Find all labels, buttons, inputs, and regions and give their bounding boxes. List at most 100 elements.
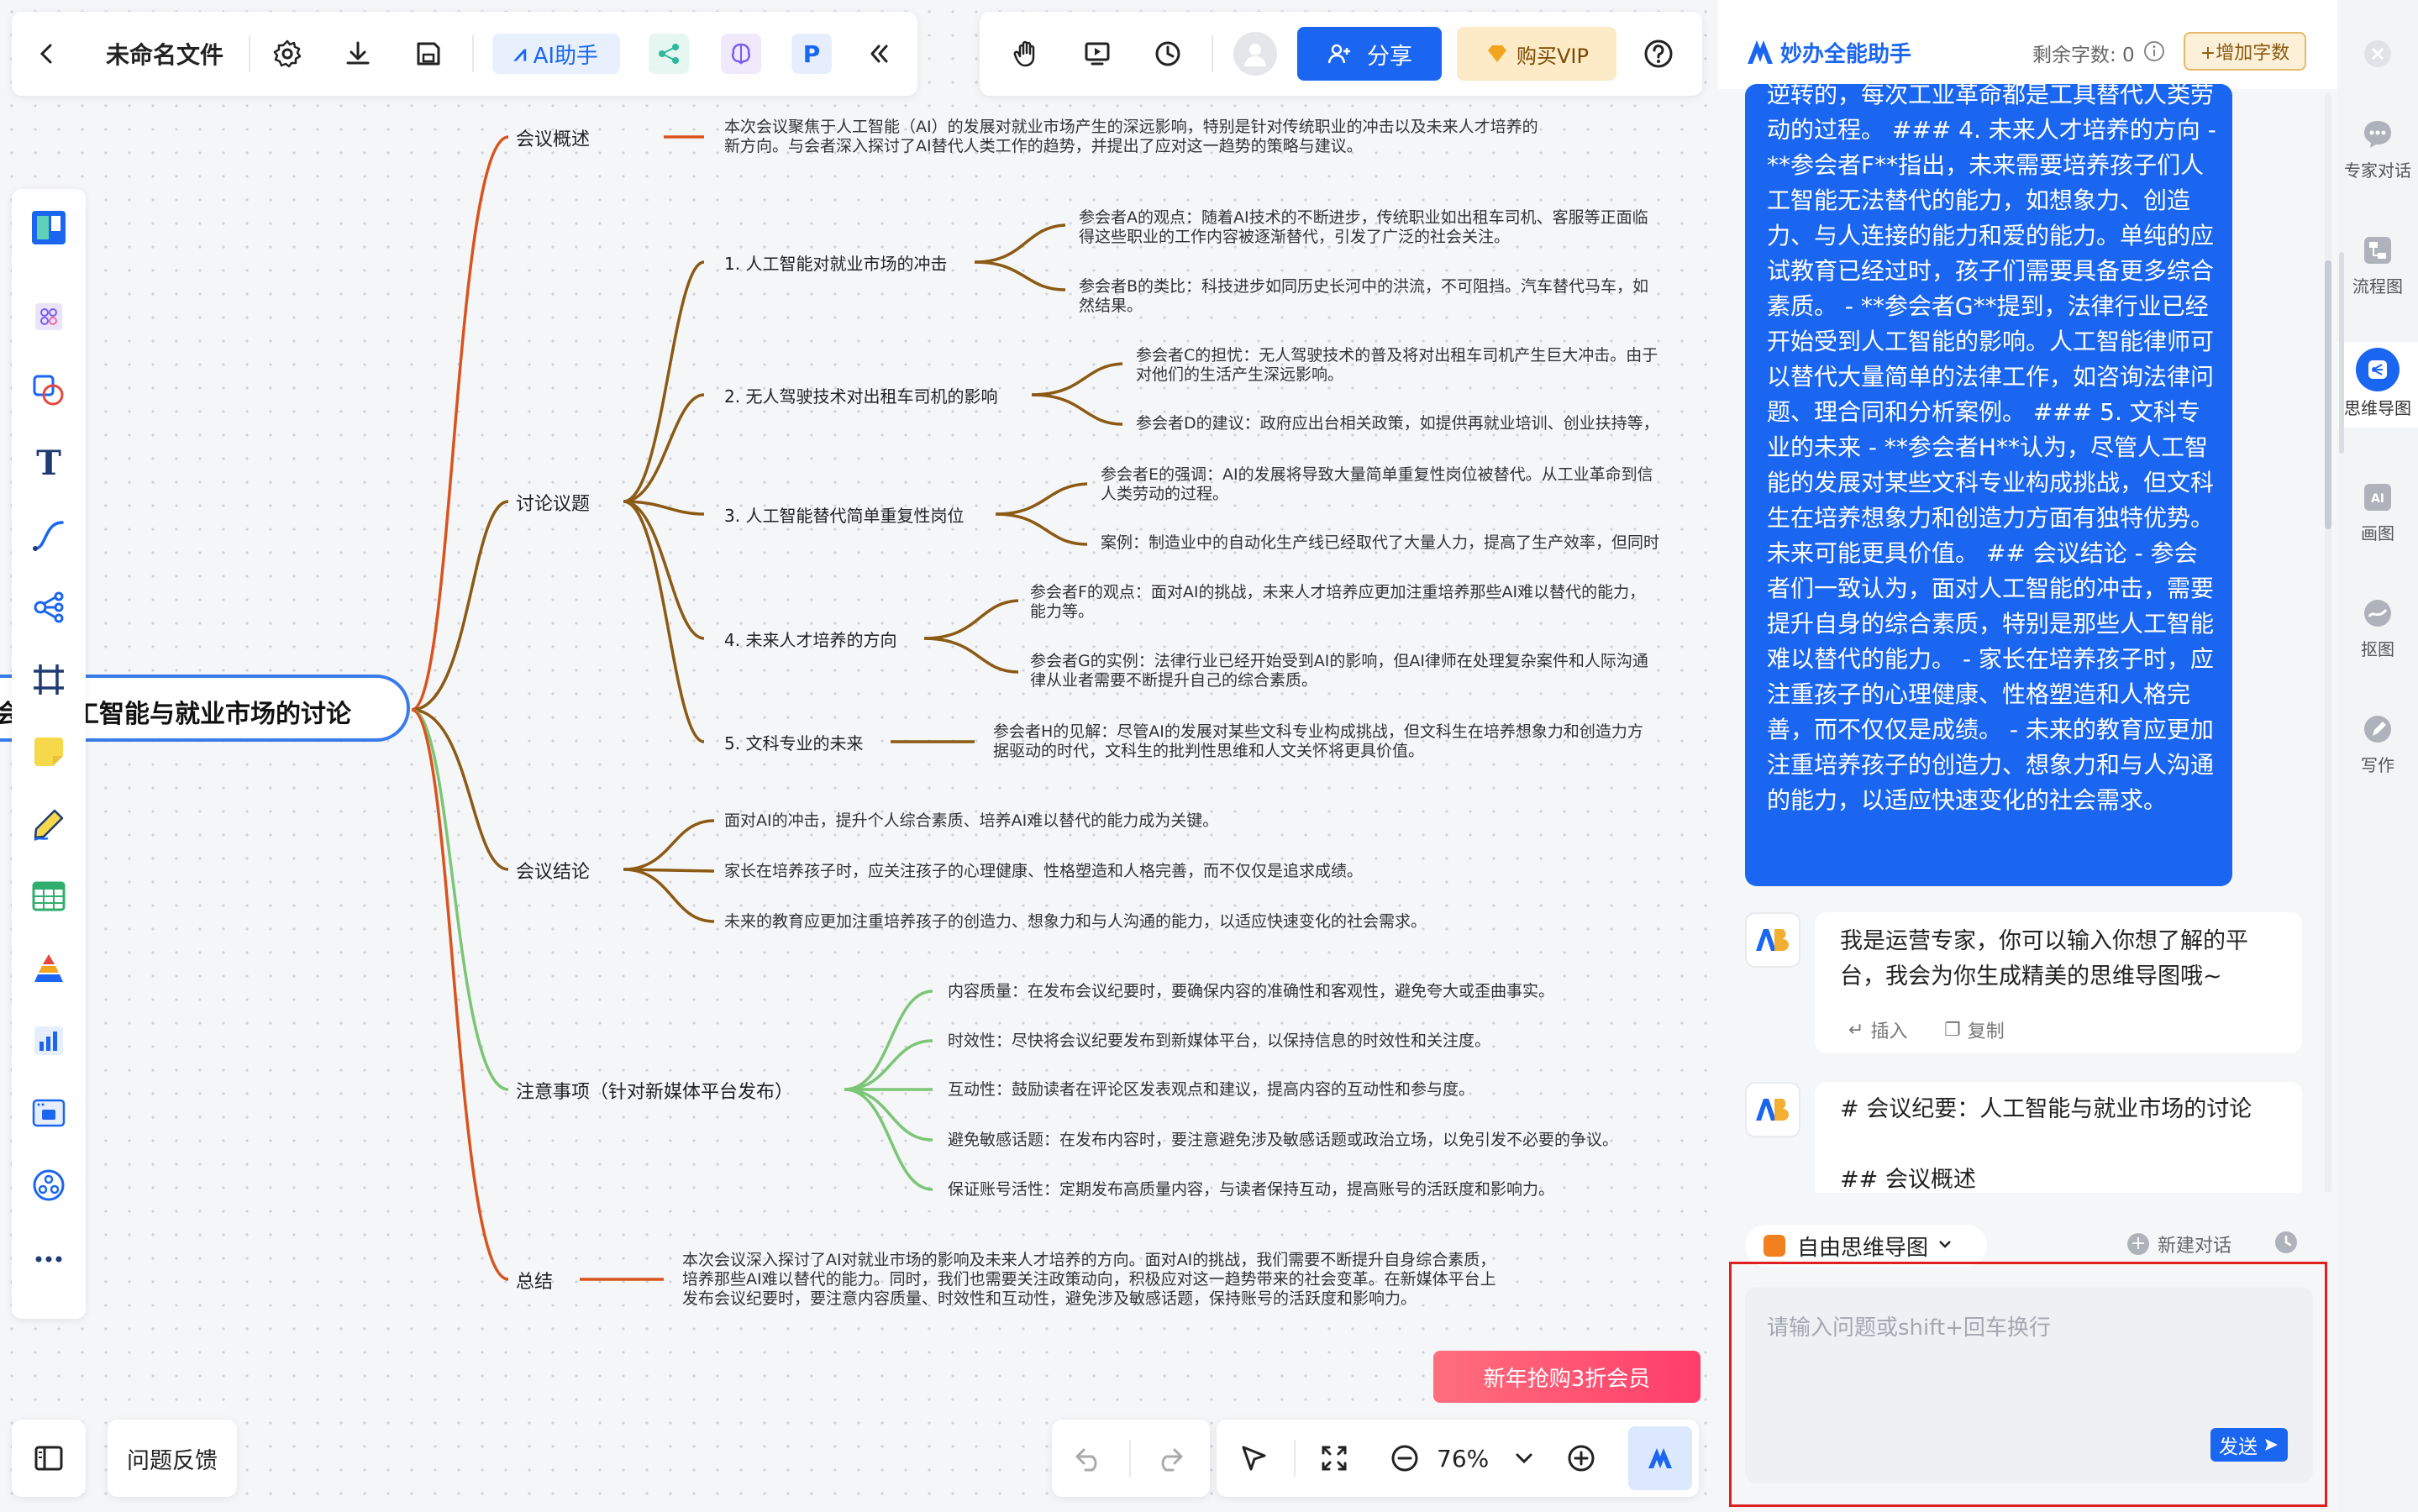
- leaf-t1a[interactable]: 参会者A的观点：随着AI技术的不断进步，传统职业如出租车司机、客服等正面临 得这…: [1079, 208, 1717, 247]
- branch-conclusion[interactable]: 会议结论: [516, 862, 591, 883]
- sidebar-item-cutout[interactable]: 抠图: [2337, 596, 2418, 660]
- material-grid-icon[interactable]: [29, 297, 69, 337]
- leaf-t3a[interactable]: 参会者E的强调：AI的发展将导致大量简单重复性岗位被替代。从工业革命到信 人类劳…: [1101, 465, 1717, 504]
- send-button[interactable]: 发送: [2210, 1428, 2288, 1462]
- bot-message-1[interactable]: 我是运营专家，你可以输入你想了解的平台，我会为你生成精美的思维导图哦~ ↵插入 …: [1815, 912, 2302, 1053]
- back-icon[interactable]: [29, 35, 66, 72]
- sidebar-item-flowchart[interactable]: 流程图: [2337, 234, 2418, 297]
- chat-scrollbar[interactable]: [2325, 92, 2331, 1193]
- close-panel-icon[interactable]: [2361, 37, 2394, 71]
- branch-summary[interactable]: 总结: [516, 1272, 554, 1293]
- leaf-t3b[interactable]: 案例：制造业中的自动化生产线已经取代了大量人力，提高了生产效率，但同时: [1101, 533, 1717, 553]
- zoom-in-icon[interactable]: [1563, 1440, 1600, 1477]
- redo-icon[interactable]: [1151, 1440, 1188, 1477]
- topic-2[interactable]: 2. 无人驾驶技术对出租车司机的影响: [724, 386, 998, 407]
- template-layout-icon[interactable]: [29, 207, 69, 248]
- topic-5[interactable]: 5. 文科专业的未来: [724, 733, 864, 753]
- connector-line-icon[interactable]: [29, 515, 69, 555]
- mindmap-tool-icon[interactable]: [29, 587, 69, 627]
- fit-screen-icon[interactable]: [1316, 1440, 1353, 1477]
- more-tools-icon[interactable]: [29, 1239, 69, 1279]
- settings-gear-icon[interactable]: [269, 35, 306, 72]
- pen-draw-icon[interactable]: [29, 804, 69, 844]
- conclusion-2[interactable]: 家长在培养孩子时，应关注孩子的心理健康、性格塑造和人格完善，而不仅仅是追求成绩。: [724, 862, 1364, 880]
- assistant-message-blue[interactable]: 逆转的，每次工业革命都是工具替代人类劳动的过程。 ### 4. 未来人才培养的方…: [1745, 84, 2232, 886]
- leaf-t1b[interactable]: 参会者B的类比：科技进步如同历史长河中的洪流，不可阻挡。汽车替代马车，如 然结果…: [1079, 277, 1717, 316]
- save-icon[interactable]: [410, 35, 447, 72]
- new-chat-button[interactable]: + 新建对话: [2127, 1231, 2231, 1257]
- branch-topics[interactable]: 讨论议题: [516, 494, 591, 515]
- cloud-apps-icon[interactable]: [29, 1165, 69, 1205]
- branch-overview[interactable]: 会议概述: [516, 129, 591, 150]
- outline-sidebar-icon[interactable]: [29, 1438, 69, 1478]
- leaf-t4b[interactable]: 参会者G的实例：法律行业已经开始受到AI的影响，但AI律师在处理复杂案件和人际沟…: [1030, 652, 1717, 690]
- presentation-icon[interactable]: [1079, 35, 1116, 72]
- mindmap-canvas[interactable]: 会 人工智能与就业市场的讨论 会议概述 讨论议题 会议结论 注意事项（针对新媒体…: [0, 0, 1718, 1512]
- help-icon[interactable]: [1640, 35, 1677, 72]
- file-name[interactable]: 未命名文件: [106, 41, 224, 69]
- table-icon[interactable]: [29, 876, 69, 916]
- screen-window-icon[interactable]: [29, 1093, 69, 1133]
- bar-chart-icon[interactable]: [29, 1021, 69, 1061]
- topic-4[interactable]: 4. 未来人才培养的方向: [724, 630, 897, 650]
- bot-message-2[interactable]: # 会议纪要：人工智能与就业市场的讨论 ## 会议概述: [1815, 1082, 2302, 1193]
- ai-assistant-button[interactable]: ⩘ AI助手: [492, 34, 620, 74]
- undo-icon[interactable]: [1070, 1440, 1107, 1477]
- mode-selector[interactable]: 自由思维导图: [1745, 1225, 1987, 1267]
- sticky-note-icon[interactable]: [29, 732, 69, 772]
- topic-3[interactable]: 3. 人工智能替代简单重复性岗位: [724, 506, 965, 526]
- feedback-button[interactable]: 问题反馈: [108, 1420, 237, 1497]
- chat-input-box[interactable]: 请输入问题或shift+回车换行 发送: [1745, 1287, 2313, 1483]
- leaf-t4a[interactable]: 参会者F的观点：面对AI的挑战，未来人才培养应更加注重培养那些AI难以替代的能力…: [1030, 583, 1717, 622]
- zoom-dropdown-chevron-icon[interactable]: [1507, 1441, 1541, 1475]
- sidebar-item-mindmap[interactable]: 思维导图: [2337, 343, 2418, 428]
- leaf-t2a[interactable]: 参会者C的担忧：无人驾驶技术的普及将对出租车司机产生巨大冲击。由于 对他们的生活…: [1136, 346, 1717, 385]
- overview-text[interactable]: 本次会议聚焦于人工智能（AI）的发展对就业市场产生的深远影响，特别是针对传统职业…: [724, 118, 1716, 156]
- note-5[interactable]: 保证账号活性：定期发布高质量内容，与读者保持互动，提高账号的活跃度和影响力。: [948, 1180, 1555, 1199]
- conclusion-1[interactable]: 面对AI的冲击，提升个人综合素质、培养AI难以替代的能力成为关键。: [724, 811, 1219, 830]
- note-3[interactable]: 互动性：鼓励读者在评论区发表观点和建议，提高内容的互动性和参与度。: [948, 1080, 1475, 1099]
- chat-scrollbar-thumb[interactable]: [2325, 260, 2331, 529]
- promo-banner[interactable]: 新年抢购3折会员: [1433, 1351, 1700, 1403]
- leaf-t5a[interactable]: 参会者H的见解：尽管AI的发展对某些文科专业构成挑战，但文科生在培养想象力和创造…: [993, 722, 1717, 761]
- p-tool-icon[interactable]: P: [791, 34, 832, 74]
- sidebar-item-write[interactable]: 写作: [2337, 712, 2418, 776]
- hand-pan-icon[interactable]: [1008, 35, 1045, 72]
- note-4[interactable]: 避免敏感话题：在发布内容时，要注意避免涉及敏感话题或政治立场，以免引发不必要的争…: [948, 1131, 1619, 1149]
- shape-icon[interactable]: [29, 370, 69, 411]
- collapse-toolbar-icon[interactable]: [860, 35, 897, 72]
- chat-history-icon[interactable]: [2273, 1230, 2299, 1255]
- ai-toggle-button[interactable]: [1628, 1426, 1692, 1490]
- svg-text:AI: AI: [2371, 492, 2384, 506]
- topic-1[interactable]: 1. 人工智能对就业市场的冲击: [724, 254, 948, 274]
- add-words-button[interactable]: +增加字数: [2184, 32, 2306, 71]
- info-icon[interactable]: [2143, 40, 2165, 62]
- download-icon[interactable]: [339, 35, 376, 72]
- bot-logo-icon: [1756, 1099, 1789, 1121]
- summary-text[interactable]: 本次会议深入探讨了AI对就业市场的影响及未来人才培养的方向。面对AI的挑战，我们…: [682, 1251, 1717, 1309]
- leaf-t2b[interactable]: 参会者D的建议：政府应出台相关政策，如提供再就业培训、创业扶持等，: [1136, 414, 1717, 433]
- select-pointer-icon[interactable]: [1235, 1440, 1272, 1477]
- buy-vip-button[interactable]: 购买VIP: [1457, 27, 1616, 81]
- user-avatar[interactable]: [1233, 32, 1277, 76]
- zoom-level[interactable]: 76%: [1437, 1445, 1490, 1473]
- frame-tool-icon[interactable]: [29, 659, 69, 700]
- text-tool-icon[interactable]: T: [29, 443, 69, 483]
- copy-button[interactable]: ❐复制: [1944, 1016, 2005, 1043]
- note-1[interactable]: 内容质量：在发布会议纪要时，要确保内容的准确性和客观性，避免夸大或歪曲事实。: [948, 982, 1555, 1000]
- bot-message-2-line2: ## 会议概述: [1840, 1167, 1976, 1193]
- sidebar-scroll-track[interactable]: [2339, 252, 2344, 454]
- insert-button[interactable]: ↵插入: [1848, 1016, 1907, 1043]
- branch-notes[interactable]: 注意事项（针对新媒体平台发布）: [516, 1082, 794, 1103]
- flowchart-tool-icon[interactable]: [649, 34, 689, 74]
- share-button[interactable]: 分享: [1297, 27, 1442, 81]
- pyramid-icon[interactable]: [29, 948, 69, 989]
- sidebar-item-draw[interactable]: AI 画图: [2337, 480, 2418, 544]
- history-clock-icon[interactable]: [1149, 35, 1186, 72]
- note-2[interactable]: 时效性：尽快将会议纪要发布到新媒体平台，以保持信息的时效性和关注度。: [948, 1032, 1491, 1050]
- zoom-out-icon[interactable]: [1386, 1440, 1423, 1477]
- remaining-words: 剩余字数: 0: [2032, 45, 2135, 66]
- brain-tool-icon[interactable]: [721, 34, 761, 74]
- sidebar-item-expert-chat[interactable]: 专家对话: [2337, 118, 2418, 181]
- conclusion-3[interactable]: 未来的教育应更加注重培养孩子的创造力、想象力和与人沟通的能力，以适应快速变化的社…: [724, 912, 1427, 931]
